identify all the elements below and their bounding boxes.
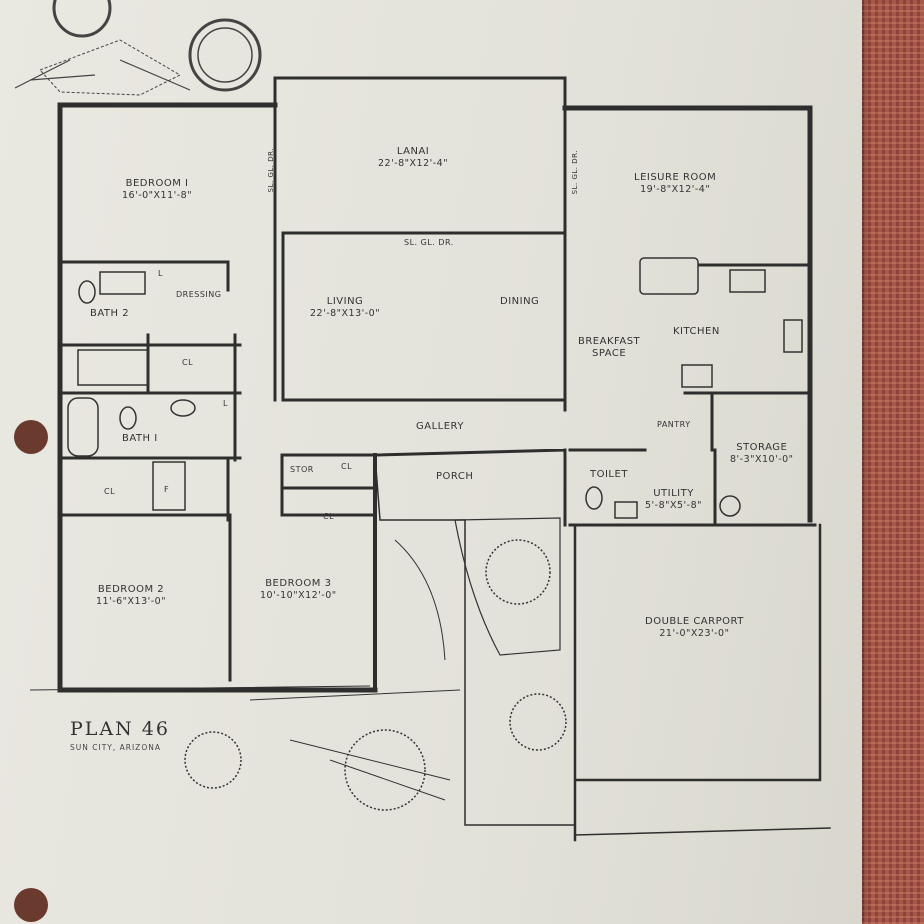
room-gallery: GALLERY [416, 421, 464, 433]
walls [57, 76, 831, 842]
room-pantry: PANTRY [657, 419, 691, 431]
room-name: SPACE [591, 348, 627, 359]
room-name: BATH 2 [90, 308, 130, 319]
room-dressing: DRESSING [176, 289, 221, 301]
room-dims: 8'-3"X10'-0" [730, 454, 794, 465]
landscape-sketch-bottom [29, 517, 567, 811]
sliding-door-label: SL. GL. DR. [267, 148, 275, 193]
room-name: STORAGE [736, 442, 788, 453]
room-porch: PORCH [436, 471, 473, 483]
binder-hole [14, 888, 48, 922]
linen-label: L [158, 269, 163, 278]
room-name: PORCH [436, 471, 474, 482]
room-dining: DINING [500, 296, 539, 308]
room-name: GALLERY [416, 421, 464, 432]
closet-label: CL [323, 512, 335, 521]
room-name: TOILET [590, 469, 628, 480]
room-living: LIVING 22'-8"X13'-0" [310, 296, 380, 320]
room-name: UTILITY [653, 488, 694, 499]
room-lanai: LANAI 22'-8"X12'-4" [378, 146, 448, 170]
closet-label: CL [341, 462, 353, 471]
room-dims: 16'-0"X11'-8" [122, 190, 193, 201]
room-name: DOUBLE CARPORT [645, 616, 744, 627]
room-name: BREAKFAST [578, 336, 641, 347]
room-bath1: BATH I [122, 433, 158, 445]
room-name: BATH I [122, 433, 158, 444]
room-dims: 22'-8"X13'-0" [310, 308, 381, 319]
room-dims: 22'-8"X12'-4" [378, 158, 449, 169]
room-name: BEDROOM I [125, 178, 189, 189]
storage-label: STOR [290, 465, 314, 474]
room-dims: 19'-8"X12'-4" [640, 184, 711, 195]
room-name: BEDROOM 3 [265, 578, 332, 589]
room-toilet: TOILET [590, 469, 628, 481]
room-bath2: BATH 2 [90, 308, 129, 320]
room-name: DINING [500, 296, 540, 307]
closet-label: CL [104, 487, 116, 496]
room-leisure: LEISURE ROOM 19'-8"X12'-4" [634, 172, 716, 196]
room-dims: 10'-10"X12'-0" [260, 590, 337, 601]
fixtures [67, 257, 803, 519]
room-name: LIVING [326, 296, 364, 307]
sliding-door-label: SL. GL. DR. [571, 150, 579, 195]
room-dims: 21'-0"X23'-0" [659, 628, 730, 639]
room-breakfast: BREAKFAST SPACE [578, 336, 640, 360]
landscape-sketch-top [14, 0, 262, 96]
room-name: BEDROOM 2 [97, 584, 165, 595]
room-utility: UTILITY 5'-8"X5'-8" [645, 488, 702, 512]
room-storage: STORAGE 8'-3"X10'-0" [730, 442, 794, 466]
room-name: PANTRY [657, 420, 691, 429]
room-carport: DOUBLE CARPORT 21'-0"X23'-0" [645, 616, 744, 640]
room-bedroom3: BEDROOM 3 10'-10"X12'-0" [260, 578, 337, 602]
plan-subtitle: SUN CITY, ARIZONA [70, 743, 161, 752]
furnace-label: F [164, 485, 170, 494]
room-name: LANAI [396, 146, 430, 157]
room-kitchen: KITCHEN [673, 326, 720, 338]
binder-hole [14, 420, 48, 454]
room-dims: 5'-8"X5'-8" [645, 500, 703, 511]
closet-label: CL [182, 358, 194, 367]
room-dims: 11'-6"X13'-0" [96, 596, 167, 607]
room-bedroom1: BEDROOM I 16'-0"X11'-8" [122, 178, 192, 202]
room-name: KITCHEN [673, 326, 720, 337]
room-name: LEISURE ROOM [634, 172, 717, 183]
paper-sheet [0, 0, 862, 924]
room-bedroom2: BEDROOM 2 11'-6"X13'-0" [96, 584, 166, 608]
plan-title: PLAN 46 [70, 718, 170, 740]
room-name: DRESSING [176, 290, 222, 299]
sliding-door-label: SL. GL. DR. [404, 238, 454, 247]
linen-label: L [223, 399, 228, 408]
